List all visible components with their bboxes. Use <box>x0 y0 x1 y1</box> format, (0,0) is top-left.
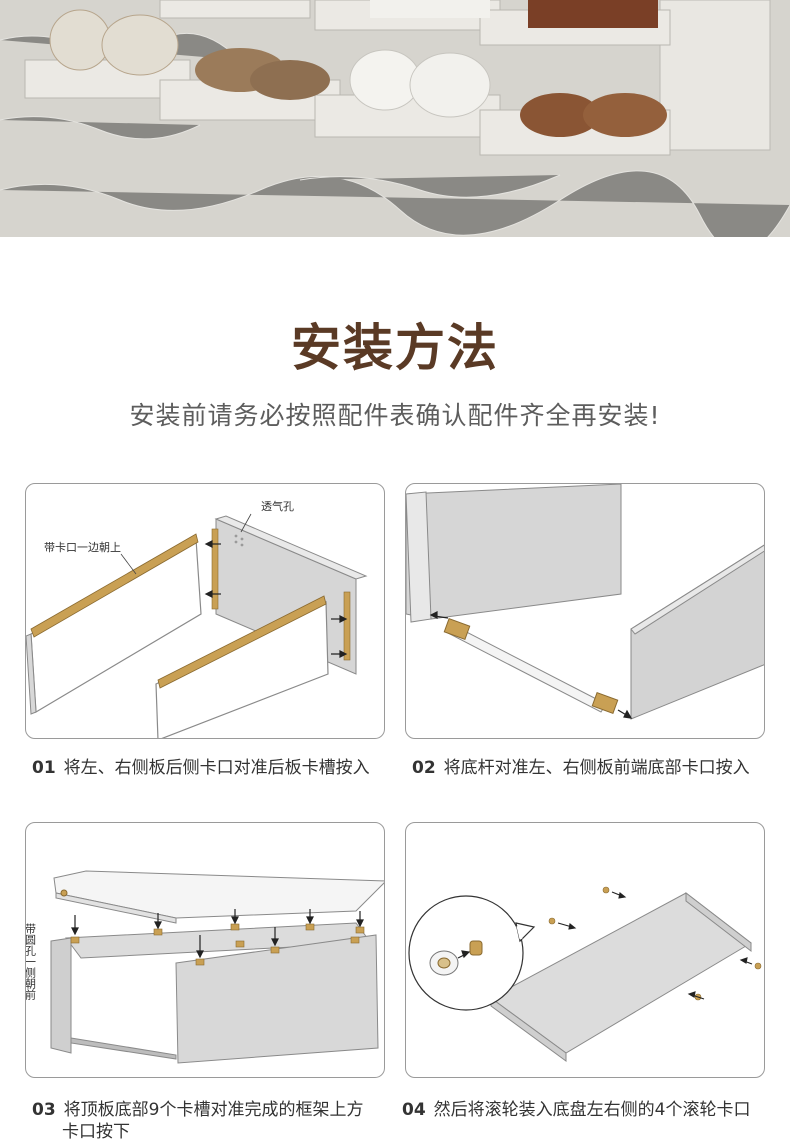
step-1-number: 01 <box>32 758 56 778</box>
step-4-text: 然后将滚轮装入底盘左右侧的4个滚轮卡口 <box>433 1100 751 1120</box>
page-subtitle: 安装前请务必按照配件表确认配件齐全再安装! <box>129 401 661 430</box>
step-3-text-line2: 卡口按下 <box>62 1122 130 1142</box>
step-4-number: 04 <box>402 1100 426 1120</box>
shoe-box-photo-illustration <box>0 0 790 237</box>
label-vent-holes: 透气孔 <box>261 499 294 513</box>
shoes <box>49 0 667 137</box>
step-3-caption: 03 将顶板底部9个卡槽对准完成的框架上方 卡口按下 <box>32 1099 392 1143</box>
step-3-illustration: 带圆孔一侧朝前 <box>25 822 385 1078</box>
step-1-caption: 01 将左、右侧板后侧卡口对准后板卡槽按入 <box>32 757 392 779</box>
step-3-text-line1: 将顶板底部9个卡槽对准完成的框架上方 <box>63 1100 364 1120</box>
hero-photo <box>0 0 790 237</box>
step-2-illustration <box>405 483 765 739</box>
step-4-illustration <box>405 822 765 1078</box>
label-clip-side-up: 带卡口一边朝上 <box>44 541 121 554</box>
step-2-caption: 02 将底杆对准左、右侧板前端底部卡口按入 <box>412 757 782 779</box>
step-1-text: 将左、右侧板后侧卡口对准后板卡槽按入 <box>63 758 370 778</box>
step-4-caption: 04 然后将滚轮装入底盘左右侧的4个滚轮卡口 <box>402 1099 782 1121</box>
label-round-hole-front: 带圆孔一侧朝前 <box>26 923 37 1001</box>
step-2-number: 02 <box>412 758 436 778</box>
page-title: 安装方法 <box>291 319 499 377</box>
step-2-text: 将底杆对准左、右侧板前端底部卡口按入 <box>443 758 750 778</box>
step-3-number: 03 <box>32 1100 56 1120</box>
svg-text:带圆孔一侧朝前: 带圆孔一侧朝前 <box>26 923 37 1001</box>
step-1-illustration: 带卡口一边朝上 透气孔 <box>25 483 385 739</box>
